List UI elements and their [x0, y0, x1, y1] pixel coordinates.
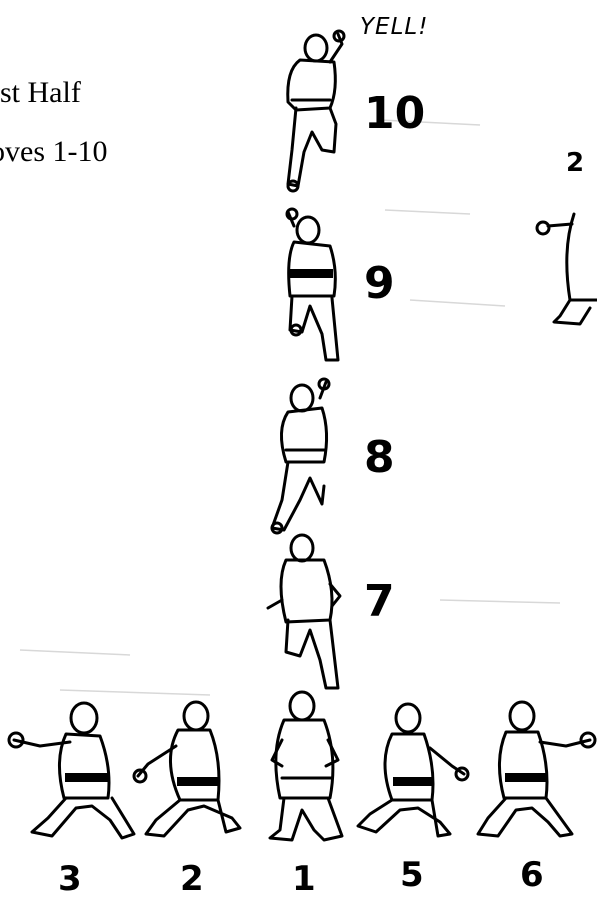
figure-move-2 [134, 702, 240, 836]
figure-move-7 [268, 535, 340, 688]
figure-move-1 [270, 692, 342, 840]
move-number-7: 7 [364, 580, 395, 624]
figure-move-3 [9, 703, 134, 838]
figure-move-8 [272, 379, 329, 533]
move-number-6: 6 [520, 858, 544, 892]
move-number-9: 9 [364, 262, 395, 306]
figure-next-half-peek [537, 214, 597, 324]
move-number-5: 5 [400, 858, 424, 892]
move-number-3: 3 [58, 862, 82, 896]
figure-move-5 [358, 704, 468, 836]
figure-move-10 [288, 31, 344, 191]
figure-move-9 [287, 209, 338, 360]
move-number-2: 2 [180, 862, 204, 896]
move-number-1: 1 [292, 862, 316, 896]
figure-move-6 [478, 702, 595, 836]
move-number-8: 8 [364, 436, 395, 480]
next-half-number-peek: 2 [566, 150, 584, 176]
move-number-10: 10 [364, 92, 425, 136]
